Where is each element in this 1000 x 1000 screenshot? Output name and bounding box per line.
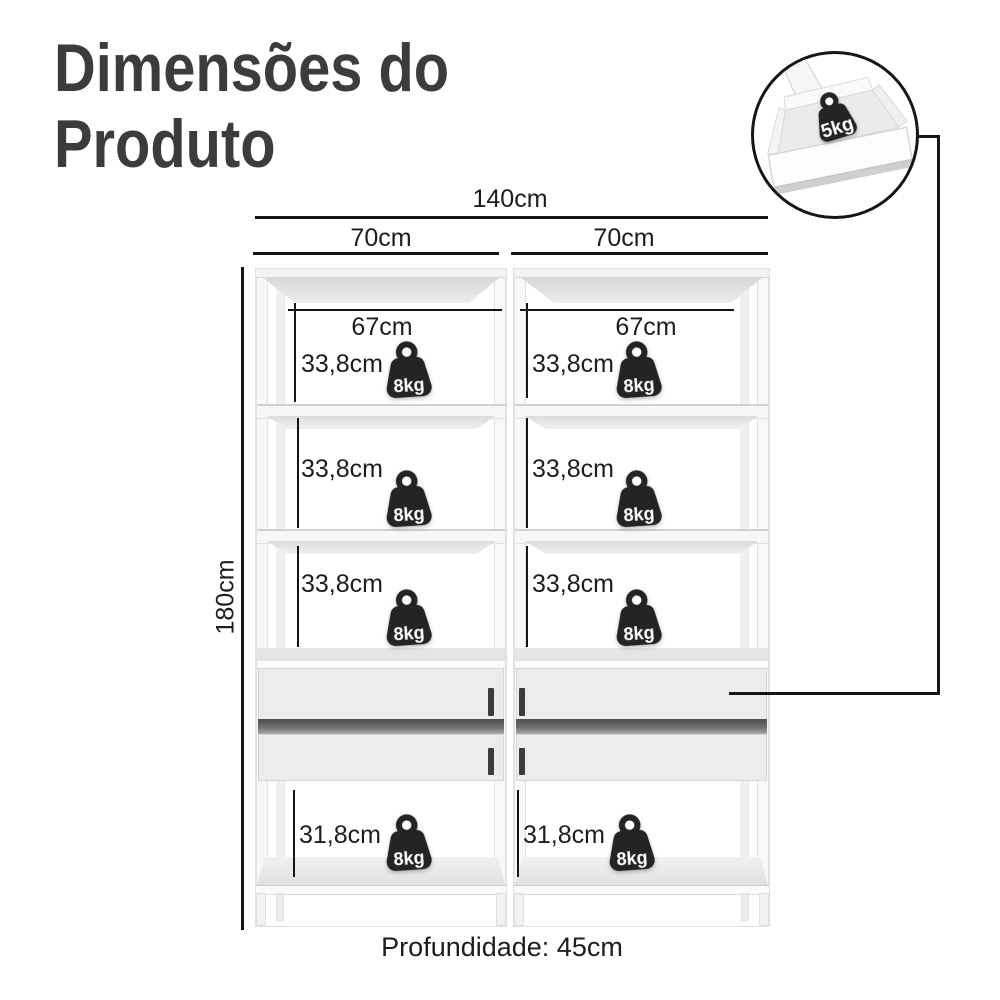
- shelf-underside: [266, 541, 496, 554]
- drawer-module-top: [515, 648, 768, 661]
- inner-width-line-left: [288, 309, 502, 311]
- svg-text:8kg: 8kg: [623, 623, 655, 645]
- total-width-label: 140cm: [472, 185, 548, 213]
- callout-connector-line: [729, 692, 940, 695]
- weight-capacity-icon: 8kg: [616, 589, 662, 646]
- svg-text:8kg: 8kg: [393, 848, 425, 870]
- leg: [256, 893, 266, 926]
- height-label: 180cm: [211, 559, 240, 635]
- drawer-handle: [488, 748, 494, 775]
- row-height-line: [526, 303, 528, 398]
- front-post-right: [494, 269, 506, 893]
- row-height-line: [293, 790, 295, 877]
- row-height-label: 33,8cm: [301, 350, 383, 378]
- drawer-handle: [519, 688, 525, 716]
- svg-text:8kg: 8kg: [623, 375, 655, 397]
- row-height-line: [517, 790, 519, 877]
- open-drawer-gap: [516, 719, 767, 734]
- back-leg: [741, 893, 749, 921]
- shelf-underside: [524, 541, 759, 554]
- top-panel-underside: [520, 277, 763, 303]
- leg: [496, 893, 506, 926]
- callout-connector-line: [937, 135, 940, 695]
- drawer-module-top: [257, 648, 505, 661]
- shelf-unit-left: [255, 268, 507, 927]
- right-unit-width-line: [511, 252, 768, 255]
- svg-text:8kg: 8kg: [393, 623, 425, 645]
- drawer-lower: [258, 734, 504, 781]
- row-height-label: 33,8cm: [301, 455, 383, 483]
- open-drawer-illustration: 5kg: [767, 57, 913, 196]
- front-post-right: [757, 269, 769, 893]
- leg: [514, 893, 524, 926]
- front-post-left: [256, 269, 268, 893]
- drawer-lower: [516, 734, 767, 781]
- svg-text:8kg: 8kg: [393, 504, 425, 526]
- inner-width-label-right: 67cm: [615, 313, 677, 341]
- open-drawer-gap: [258, 719, 504, 734]
- weight-capacity-icon: 8kg: [386, 341, 432, 398]
- bottom-shelf-edge: [256, 885, 506, 895]
- row-height-label: 33,8cm: [532, 350, 614, 378]
- leg: [759, 893, 769, 926]
- inner-width-label-left: 67cm: [351, 313, 413, 341]
- weight-capacity-icon: 8kg: [616, 470, 662, 527]
- depth-label: Profundidade: 45cm: [381, 932, 623, 962]
- bottom-shelf-edge: [514, 885, 769, 895]
- weight-capacity-icon: 8kg: [386, 814, 432, 871]
- shelf-underside: [524, 416, 759, 429]
- row-height-label: 31,8cm: [299, 821, 381, 849]
- bottom-shelf: [257, 857, 505, 885]
- row-height-label: 33,8cm: [532, 570, 614, 598]
- back-leg: [276, 893, 284, 921]
- front-post-left: [514, 269, 526, 893]
- row-height-line: [294, 303, 296, 402]
- top-panel: [514, 269, 769, 278]
- inner-width-line-right: [520, 309, 734, 311]
- svg-text:8kg: 8kg: [393, 375, 425, 397]
- svg-text:8kg: 8kg: [623, 504, 655, 526]
- back-post: [740, 277, 749, 893]
- drawer-detail-callout: 5kg: [751, 51, 919, 219]
- weight-capacity-icon: 8kg: [616, 341, 662, 398]
- top-panel: [256, 269, 506, 278]
- height-line: [241, 267, 244, 930]
- callout-connector-line: [914, 135, 940, 138]
- top-panel-underside: [262, 277, 500, 303]
- left-unit-width-line: [253, 252, 499, 255]
- drawer-upper: [258, 668, 504, 720]
- svg-text:8kg: 8kg: [616, 848, 648, 870]
- row-height-label: 33,8cm: [532, 455, 614, 483]
- row-height-line: [297, 418, 299, 528]
- row-height-label: 31,8cm: [523, 821, 605, 849]
- weight-capacity-icon: 8kg: [386, 589, 432, 646]
- row-height-line: [526, 418, 528, 528]
- row-height-line: [297, 546, 299, 647]
- back-post: [276, 277, 285, 893]
- drawer-handle: [519, 748, 525, 775]
- right-unit-width-label: 70cm: [593, 224, 655, 252]
- drawer-handle: [488, 688, 494, 716]
- left-unit-width-label: 70cm: [350, 224, 412, 252]
- weight-capacity-icon: 8kg: [609, 814, 655, 871]
- weight-capacity-icon: 8kg: [386, 470, 432, 527]
- shelf-underside: [266, 416, 496, 429]
- row-height-label: 33,8cm: [301, 570, 383, 598]
- total-width-line: [255, 216, 768, 219]
- row-height-line: [526, 546, 528, 647]
